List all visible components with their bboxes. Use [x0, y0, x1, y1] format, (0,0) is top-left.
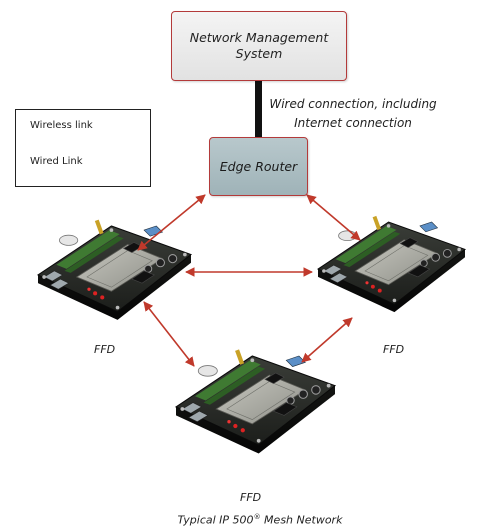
legend: Wireless link Wired Link	[15, 109, 151, 187]
wireless-link-left-bottom	[143, 301, 195, 367]
wireless-link-router-left	[137, 194, 206, 251]
edge-router-box: Edge Router	[209, 137, 308, 196]
wired-caption-line2: Internet connection	[294, 116, 412, 130]
wireless-link-router-right	[306, 194, 361, 241]
legend-wireless-label: Wireless link	[30, 120, 93, 131]
ffd-label-right: FFD	[383, 343, 405, 356]
wired-link-line	[255, 81, 262, 137]
nms-label-line1: Network Management	[189, 30, 329, 45]
edge-router-label: Edge Router	[219, 159, 298, 174]
wireless-link-right-bottom	[301, 317, 353, 363]
ffd-device-left	[37, 219, 192, 321]
wired-connection-caption: Wired connection, including Internet con…	[268, 95, 438, 133]
ffd-device-bottom	[175, 348, 336, 455]
caption-registered-mark: ®	[253, 513, 261, 521]
network-management-system-box: Network Management System	[171, 11, 347, 81]
ffd-label-left: FFD	[94, 343, 116, 356]
diagram-caption: Typical IP 500® Mesh Network	[160, 513, 360, 527]
legend-wired-label: Wired Link	[30, 156, 83, 167]
nms-label-line2: System	[235, 46, 283, 61]
ffd-device-right	[317, 215, 466, 313]
caption-prefix: Typical IP 500	[177, 513, 254, 527]
caption-suffix: Mesh Network	[260, 513, 343, 527]
wired-caption-line1: Wired connection, including	[269, 97, 437, 111]
ffd-label-bottom: FFD	[240, 491, 262, 504]
